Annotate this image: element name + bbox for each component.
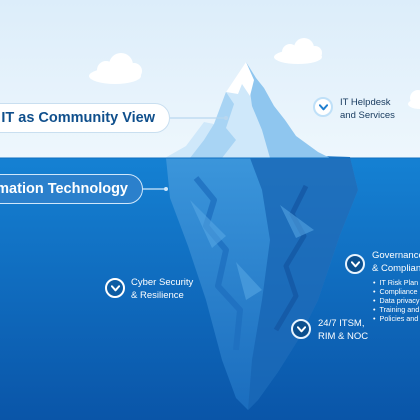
- label-cyber-security: Cyber Security & Resilience: [131, 276, 193, 302]
- chevron-down-icon: [345, 254, 365, 274]
- label-itsm-line1: 24/7 ITSM,: [318, 318, 365, 329]
- list-item: Data privacy: [373, 296, 420, 305]
- iceberg-underwater-crack: [273, 184, 309, 332]
- pill-community-view-text: Your IT as Community View: [0, 110, 155, 126]
- pill-community-view: Your IT as Community View: [0, 103, 170, 133]
- label-cyber-security-line1: Cyber Security: [131, 277, 194, 288]
- cloud-icon: [274, 38, 322, 64]
- iceberg-underwater-shade: [248, 156, 358, 410]
- cloud-icon: [89, 53, 142, 84]
- label-governance-line1: Governance: [372, 250, 420, 261]
- chevron-down-icon: [105, 278, 125, 298]
- iceberg-tip-shade: [246, 62, 330, 158]
- label-governance-line2: & Compliance: [372, 263, 420, 274]
- label-it-helpdesk-line2: and Services: [340, 110, 395, 121]
- label-cyber-security-line2: & Resilience: [131, 290, 184, 301]
- iceberg-tip-shade: [190, 92, 236, 158]
- label-governance: Governance & Compliance: [372, 249, 420, 275]
- pill-information-technology-text: Information Technology: [0, 181, 128, 197]
- cloud-icon: [408, 90, 420, 109]
- list-item: IT Risk Plan: [373, 278, 419, 287]
- governance-list: IT Risk Plan Compliance Data privacy Tra…: [373, 278, 420, 323]
- iceberg-snow: [226, 62, 254, 96]
- iceberg-underwater-highlight: [190, 200, 314, 300]
- list-item: Policies and: [373, 314, 419, 323]
- label-itsm: 24/7 ITSM, RIM & NOC: [318, 317, 368, 343]
- label-itsm-line2: RIM & NOC: [318, 331, 369, 342]
- list-item: Compliance: [373, 287, 419, 296]
- iceberg-underwater-crack: [193, 176, 243, 351]
- label-it-helpdesk-line1: IT Helpdesk: [340, 97, 391, 108]
- chevron-down-icon: [291, 319, 311, 339]
- pill-information-technology: Information Technology: [0, 174, 143, 204]
- label-it-helpdesk: IT Helpdesk and Services: [340, 96, 395, 122]
- list-item: Training and: [373, 305, 420, 314]
- chevron-down-icon: [313, 97, 333, 117]
